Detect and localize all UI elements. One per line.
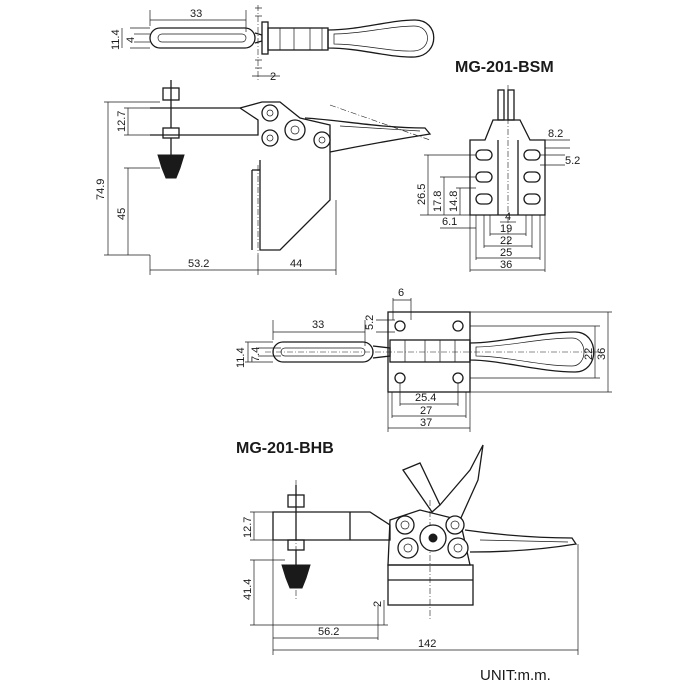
bsm-front-slot-1: [475, 149, 493, 161]
bsm-side-pivot-4: [313, 131, 331, 149]
bsm-front-slot-4: [523, 171, 541, 183]
bhb-top-hole-2: [452, 320, 464, 332]
unit-label: UNIT:m.m.: [480, 667, 551, 684]
bsm-side-dim-44: 44: [290, 258, 302, 270]
bsm-side-dim-53-2: 53.2: [188, 258, 209, 270]
model-title-bhb: MG-201-BHB: [236, 440, 334, 457]
bhb-side-dim-2: 2: [372, 601, 384, 607]
bhb-top-dim-6: 6: [398, 287, 404, 299]
bhb-top-dim-27: 27: [420, 405, 432, 417]
bsm-front-slot-2: [523, 149, 541, 161]
bsm-top-dim-2: 2: [270, 71, 276, 83]
bsm-top-handle: [327, 19, 435, 58]
bsm-front-dim-36: 36: [500, 259, 512, 271]
bsm-front-slot-5: [475, 193, 493, 205]
bsm-front-dim-14-8: 14.8: [448, 191, 460, 212]
bsm-front-dim-5-2: 5.2: [565, 155, 580, 167]
bsm-front-dim-25: 25: [500, 247, 512, 259]
bsm-side-view: 74.9 12.7 45 53.2 44: [95, 80, 432, 275]
bsm-side-dim-45: 45: [116, 208, 128, 220]
bsm-front-view: 8.2 5.2 26.5 17.8 14.8 6.1 4 19 22 25: [416, 85, 580, 272]
bsm-side-pivot-3: [284, 119, 306, 141]
bsm-top-slot: [157, 33, 247, 43]
bhb-side-base: [387, 564, 474, 606]
bhb-side-pivot-1: [395, 515, 415, 535]
bhb-top-handle: [469, 331, 595, 373]
bhb-top-dim-33: 33: [312, 319, 324, 331]
bsm-front-slot-3: [475, 171, 493, 183]
bhb-top-hole-1: [394, 320, 406, 332]
bhb-side-dim-41-4: 41.4: [242, 579, 254, 600]
bsm-side-pivot-2: [261, 129, 279, 147]
bsm-front-dim-4: 4: [505, 211, 511, 223]
bsm-front-dim-19: 19: [500, 223, 512, 235]
bsm-front-slot-6: [523, 193, 541, 205]
bhb-side-dim-12-7: 12.7: [242, 517, 254, 538]
bhb-top-dim-37: 37: [420, 417, 432, 429]
bsm-front-dim-26-5: 26.5: [416, 184, 428, 205]
bhb-top-dim-22: 22: [583, 348, 595, 360]
bhb-top-view: 6 33 5.2 11.4 7.4 22 36 25.4 27 37: [235, 287, 612, 432]
bsm-side-pivot-1: [261, 104, 279, 122]
bhb-side-view: 12.7 41.4 2 56.2 142: [242, 444, 579, 655]
bsm-top-plate: [261, 21, 269, 55]
bsm-side-dim-12-7: 12.7: [116, 111, 128, 132]
bhb-side-pivot-2: [445, 515, 465, 535]
bhb-top-dim-7-4: 7.4: [250, 347, 262, 362]
bhb-side-dim-56-2: 56.2: [318, 626, 339, 638]
bsm-side-handle: [304, 117, 432, 153]
bsm-side-dim-74-9: 74.9: [95, 179, 107, 200]
bsm-front-spindle-left: [497, 89, 505, 121]
bsm-front-dim-8-2: 8.2: [548, 128, 563, 140]
bhb-side-pivot-3: [397, 537, 419, 559]
bsm-top-bar: [149, 27, 256, 49]
bhb-top-dim-5-2: 5.2: [364, 315, 376, 330]
bhb-side-handle-lever: [439, 444, 484, 521]
bhb-side-dim-142: 142: [418, 638, 436, 650]
bhb-side-handle-raised: [402, 462, 441, 513]
bsm-side-base: [239, 101, 331, 251]
model-title-bsm: MG-201-BSM: [455, 59, 554, 76]
bsm-front-dim-6-1: 6.1: [442, 216, 457, 228]
bhb-top-dim-36: 36: [596, 348, 608, 360]
bsm-side-rubber-tip: [157, 154, 185, 179]
bhb-top-hole-4: [452, 372, 464, 384]
bhb-side-pivot-4: [447, 537, 469, 559]
bhb-top-pivot-block: [389, 339, 471, 363]
bhb-side-handle-closed: [464, 529, 578, 553]
bsm-top-dim-11-4: 11.4: [110, 29, 122, 50]
bsm-front-spindle-right: [507, 89, 515, 121]
bsm-top-view: 33 11.4 4 2: [110, 5, 435, 83]
bhb-top-dim-25-4: 25.4: [415, 392, 436, 404]
bhb-side-arm: [272, 511, 391, 541]
bsm-top-pivots: [267, 27, 329, 51]
bsm-side-nut-bottom: [162, 127, 180, 139]
bsm-front-dim-22: 22: [500, 235, 512, 247]
bhb-top-hole-3: [394, 372, 406, 384]
bsm-top-dim-4: 4: [125, 37, 137, 43]
bsm-front-dim-17-8: 17.8: [432, 191, 444, 212]
bsm-top-dim-33: 33: [190, 8, 202, 20]
bhb-top-dim-11-4: 11.4: [235, 347, 247, 368]
